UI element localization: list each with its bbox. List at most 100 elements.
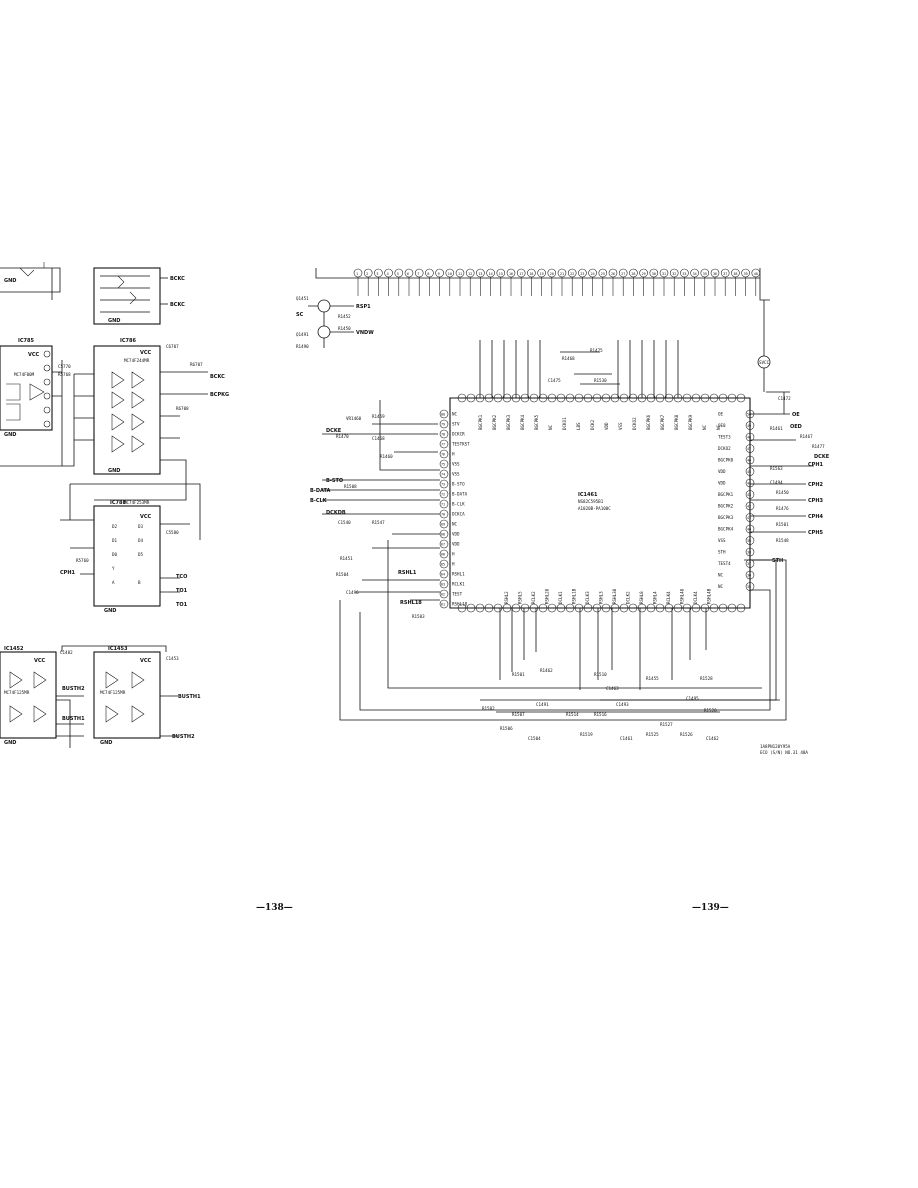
connector-pin-number: 31	[662, 272, 666, 276]
ic-pin-top	[709, 393, 719, 403]
svg-text:OED: OED	[790, 424, 802, 430]
svg-text:D2: D2	[112, 524, 118, 529]
connector-pin-number: 1	[356, 272, 358, 276]
ic-pin-bottom	[457, 603, 467, 613]
ic-pin-number: 47	[747, 447, 751, 451]
svg-text:R1459: R1459	[372, 414, 385, 419]
ic-pin-label: RCLK4	[666, 591, 671, 604]
ic-pin-right	[745, 582, 755, 591]
net-label-cph3: CPH3	[808, 498, 824, 504]
ic-pin-label: OE	[718, 412, 724, 417]
svg-text:R1462: R1462	[540, 668, 553, 673]
ic-pin-number: 44	[747, 482, 751, 486]
ic-pin-top	[466, 393, 476, 403]
ic-pin-right	[745, 570, 755, 580]
svg-text:R1460: R1460	[380, 454, 393, 459]
ic-pin-number: 42	[747, 505, 751, 509]
ic-pin-label: DCKO2	[718, 446, 731, 451]
ic1453-gnd: GND	[100, 740, 112, 746]
ic-pin-label: DCKO1	[562, 417, 567, 430]
ic-pin-label: BGCPK4	[520, 414, 525, 430]
ic-pin-label: H	[452, 552, 455, 557]
ic-pin-number: 70	[441, 513, 445, 517]
ic-pin-top	[574, 393, 584, 403]
net-label-cph2: CPH2	[808, 482, 824, 488]
ic-pin-top	[592, 393, 602, 403]
ic-pin-label: RSHL4	[653, 591, 658, 604]
svg-text:R1525: R1525	[646, 732, 659, 737]
ic-pin-label: RSHL38	[612, 588, 617, 604]
connector-pin-number: 38	[733, 272, 737, 276]
ic-pin-label: VDD	[718, 469, 726, 474]
ic-pin-bottom	[619, 603, 629, 613]
ic-pin-label: VDD	[718, 481, 726, 486]
net-label-busth1-b: BUSTH1	[178, 694, 201, 700]
page-number-left: —138—	[256, 903, 293, 913]
connector-pin-number: 16	[509, 272, 513, 276]
ic-pin-number: 65	[441, 563, 445, 567]
ic-pin-right	[745, 444, 755, 453]
svg-text:R1476: R1476	[776, 506, 789, 511]
ic-pin-bottom	[556, 603, 566, 613]
connector-pin-number: 30	[652, 272, 656, 276]
net-label-cph1-r: CPH1	[808, 462, 824, 468]
net-label-to1: TO1	[176, 588, 188, 594]
svg-text:R1547: R1547	[372, 520, 385, 525]
ic-pin-number: 66	[441, 553, 445, 557]
svg-text:R1530: R1530	[594, 378, 607, 383]
ic1461-block: IC1461 NS82C595B1 A1020B-PA100C 80797877…	[439, 393, 755, 613]
ic-pin-number: 43	[747, 493, 751, 497]
ic-pin-label: BGCPK1	[478, 414, 483, 430]
ic-pin-number: 78	[441, 433, 445, 437]
ic-pin-number: 38	[747, 551, 751, 555]
ic-pin-label: NC	[718, 573, 724, 578]
net-label-vndw: VNDW	[356, 330, 374, 336]
net-label-cph4: CPH4	[808, 514, 824, 520]
svg-text:C1472: C1472	[778, 396, 791, 401]
svg-text:R1520: R1520	[704, 708, 717, 713]
ic-pin-bottom	[502, 603, 512, 613]
ic-pin-top	[538, 393, 548, 403]
ic-pin-bottom	[484, 603, 494, 613]
ic-pin-label: VDD	[452, 542, 460, 547]
ic-pin-left	[439, 409, 449, 419]
ic-pin-label: TEST	[452, 592, 463, 597]
svg-text:R1507: R1507	[512, 712, 525, 717]
drawing-number: 1A8PN120Y95A	[760, 744, 791, 749]
net-label-rsp1: RSP1	[356, 304, 371, 310]
net-label-busth1-a: BUSTH1	[62, 716, 85, 722]
ic-pin-label: VSS	[452, 472, 460, 477]
net-label-bckc-2: BCKC	[170, 302, 185, 308]
ic-pin-label: TEST3	[718, 435, 731, 440]
ic-pin-right	[745, 536, 755, 545]
svg-text:C1475: C1475	[548, 378, 561, 383]
connector-pin-number: 5	[397, 272, 399, 276]
ic-pin-label: VSS	[452, 462, 460, 467]
net-label-bcpkg: BCPKG	[210, 392, 229, 398]
svg-text:C1540: C1540	[338, 520, 351, 525]
ic-pin-number: 67	[441, 543, 445, 547]
svg-text:D1: D1	[112, 538, 118, 543]
svg-text:C1495: C1495	[686, 696, 699, 701]
svg-text:VR1460: VR1460	[346, 416, 362, 421]
connector-pin-number: 15	[499, 272, 503, 276]
ic-pin-label: BGCPK2	[492, 414, 497, 430]
ic-pin-bottom	[610, 603, 620, 613]
left-top-partial: GND	[0, 262, 61, 300]
ic-pin-bottom	[736, 603, 746, 613]
ic786-ref: IC786	[120, 338, 136, 344]
ic-pin-top	[646, 393, 656, 403]
ic-pin-bottom	[520, 603, 530, 613]
svg-text:Q1451: Q1451	[296, 296, 309, 301]
ic-pin-label: OE0	[718, 423, 726, 428]
ic-pin-right	[745, 559, 755, 568]
ic-pin-number: 49	[747, 424, 751, 428]
svg-text:R1526: R1526	[680, 732, 693, 737]
svg-text:R1527: R1527	[660, 722, 673, 727]
ic-pin-number: 68	[441, 533, 445, 537]
ic-pin-label: DCKO2	[632, 417, 637, 430]
net-label-cph5: CPH5	[808, 530, 824, 536]
svg-text:C1496: C1496	[346, 590, 359, 595]
